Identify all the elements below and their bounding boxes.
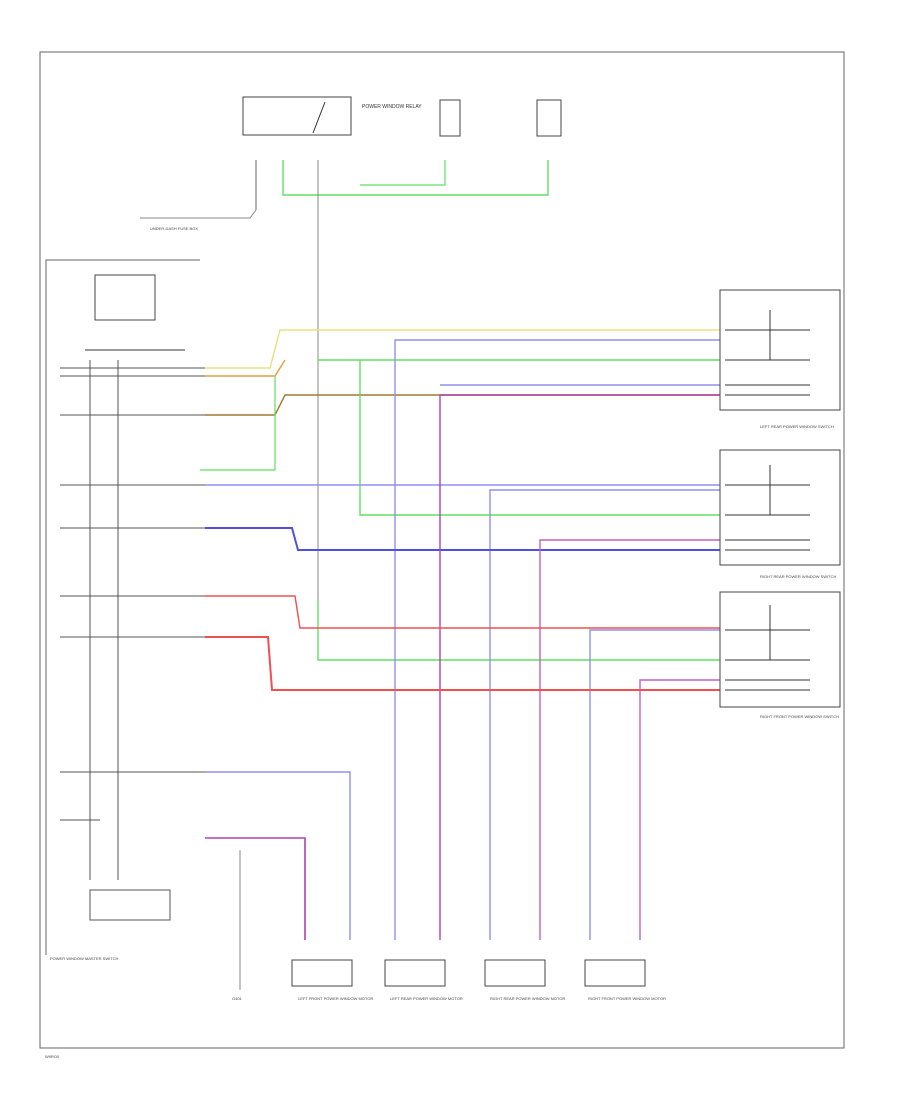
wire-magenta-rf	[639, 679, 720, 940]
wire-magenta-rr	[539, 539, 720, 940]
fuse-box-label: UNDER-DASH FUSE BOX	[150, 226, 198, 231]
motor-left-front: LEFT FRONT POWER WINDOW MOTOR	[291, 959, 373, 1001]
master-switch-sub-box	[94, 274, 156, 321]
svg-text:LEFT FRONT POWER WINDOW MOTOR: LEFT FRONT POWER WINDOW MOTOR	[298, 996, 373, 1001]
right-rear-switch: RIGHT REAR POWER WINDOW SWITCH	[719, 449, 841, 579]
wire-purple-lr	[439, 394, 720, 940]
relay-box-1	[242, 96, 352, 136]
motor-right-front: RIGHT FRONT POWER WINDOW MOTOR	[584, 959, 666, 1001]
right-front-switch-label: RIGHT FRONT POWER WINDOW SWITCH	[760, 714, 839, 719]
svg-text:RIGHT REAR POWER WINDOW MOTOR: RIGHT REAR POWER WINDOW MOTOR	[490, 996, 566, 1001]
wire-lightblue-motor-lf	[205, 771, 351, 940]
left-rear-switch-label: LEFT REAR POWER WINDOW SWITCH	[760, 424, 834, 429]
wire-green-lr	[200, 376, 276, 471]
wire-green-rf	[317, 600, 720, 661]
wire-red-2	[205, 636, 720, 691]
relay-box-3	[536, 99, 562, 137]
motor-left-rear: LEFT REAR POWER WINDOW MOTOR	[384, 959, 463, 1001]
left-rear-switch: LEFT REAR POWER WINDOW SWITCH	[719, 289, 841, 429]
wire-green-top	[282, 160, 549, 196]
master-switch-label: POWER WINDOW MASTER SWITCH	[50, 956, 119, 961]
svg-text:RIGHT FRONT POWER WINDOW MOTOR: RIGHT FRONT POWER WINDOW MOTOR	[588, 996, 666, 1001]
relay-box-2	[439, 99, 461, 137]
wire-purple-lf	[205, 837, 306, 940]
wire-blue-dark	[205, 527, 720, 551]
relay-label: POWER WINDOW RELAY	[362, 104, 422, 110]
wire-green-rr	[359, 360, 720, 516]
wire-green-top-2	[360, 160, 446, 186]
diagram-border	[39, 51, 845, 1049]
right-front-switch: RIGHT FRONT POWER WINDOW SWITCH	[719, 591, 841, 719]
ground-label: G401	[232, 996, 243, 1001]
wire-lightblue-rr	[489, 489, 720, 940]
wire-lightblue-lr	[394, 339, 720, 940]
master-taps	[60, 367, 205, 821]
wire-ground-top	[140, 209, 257, 219]
motor-right-rear: RIGHT REAR POWER WINDOW MOTOR	[484, 959, 566, 1001]
wire-brown	[205, 394, 720, 416]
right-rear-switch-label: RIGHT REAR POWER WINDOW SWITCH	[760, 574, 836, 579]
wire-yellow	[205, 329, 720, 369]
svg-text:LEFT REAR POWER WINDOW MOTOR: LEFT REAR POWER WINDOW MOTOR	[390, 996, 463, 1001]
master-switch-bottom	[89, 889, 171, 921]
wire-red-1	[205, 595, 720, 629]
top-relay-group: POWER WINDOW RELAY	[242, 96, 562, 137]
master-switch-panel	[45, 259, 200, 955]
footer-code: W9RO0	[45, 1054, 60, 1059]
wire-lightblue-rf	[589, 629, 720, 940]
